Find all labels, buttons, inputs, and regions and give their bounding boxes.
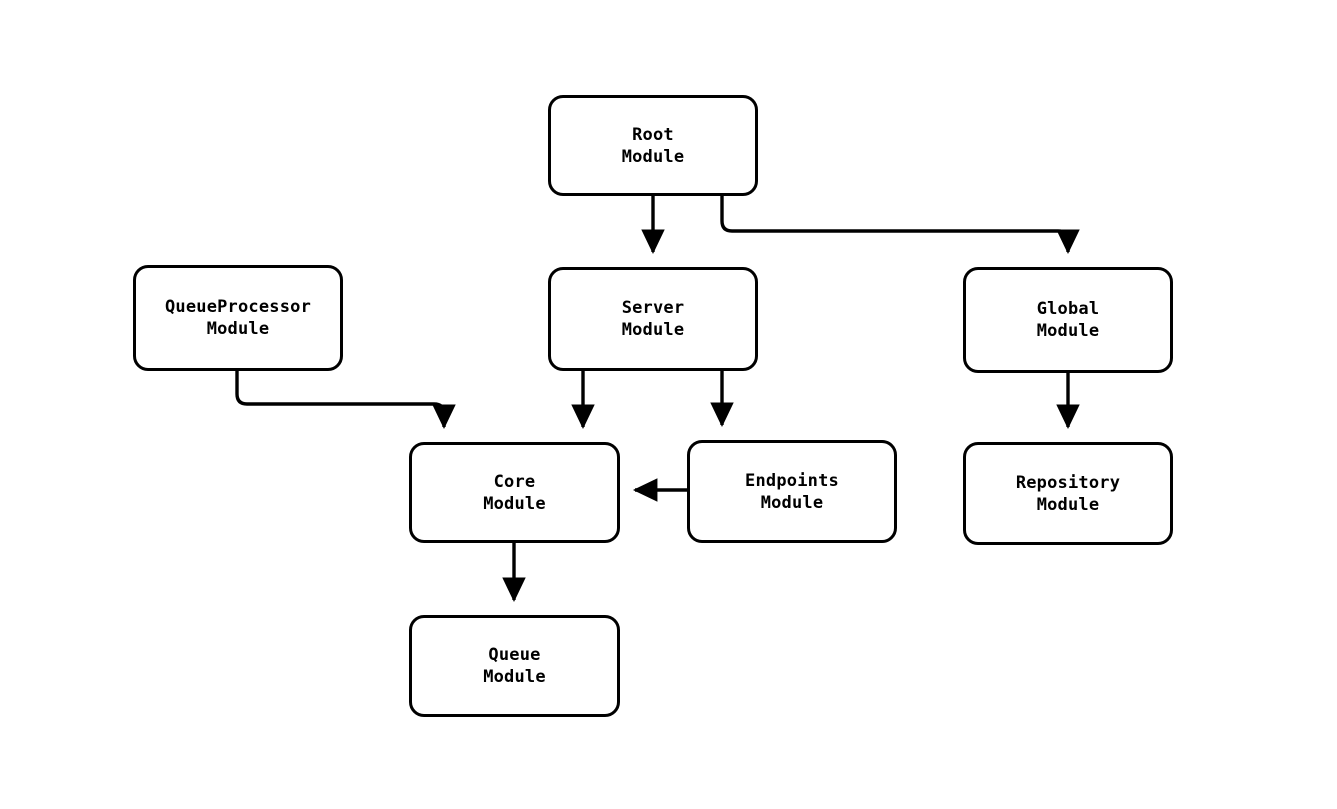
node-root-subtitle: Module xyxy=(621,146,685,167)
node-global[interactable]: Global Module xyxy=(963,267,1173,373)
node-repository-subtitle: Module xyxy=(1036,494,1100,515)
node-global-subtitle: Module xyxy=(1036,321,1100,341)
edge-queueprocessor-to-core xyxy=(235,371,456,430)
node-queueprocessor-subtitle: Module xyxy=(206,319,270,339)
node-queueprocessor[interactable]: QueueProcessor Module xyxy=(133,265,343,371)
node-global-title: Global xyxy=(1036,299,1100,319)
node-endpoints-subtitle: Module xyxy=(760,492,824,513)
node-root[interactable]: Root Module xyxy=(548,95,758,196)
node-server-title: Server xyxy=(621,298,685,318)
node-server[interactable]: Server Module xyxy=(548,267,758,371)
node-queueprocessor-title: QueueProcessor xyxy=(164,297,312,317)
node-core-title: Core xyxy=(493,471,536,492)
node-queue-title: Queue xyxy=(488,645,541,665)
node-core[interactable]: Core Module xyxy=(409,442,620,543)
node-server-subtitle: Module xyxy=(621,320,685,340)
node-queue-subtitle: Module xyxy=(483,667,546,687)
node-root-title: Root xyxy=(632,124,674,145)
node-queue[interactable]: Queue Module xyxy=(409,615,620,717)
node-core-subtitle: Module xyxy=(483,493,546,514)
edge-root-to-global xyxy=(720,196,1080,255)
node-repository[interactable]: Repository Module xyxy=(963,442,1173,545)
node-endpoints-title: Endpoints xyxy=(745,470,839,491)
node-repository-title: Repository xyxy=(1015,472,1121,493)
node-endpoints[interactable]: Endpoints Module xyxy=(687,440,897,543)
